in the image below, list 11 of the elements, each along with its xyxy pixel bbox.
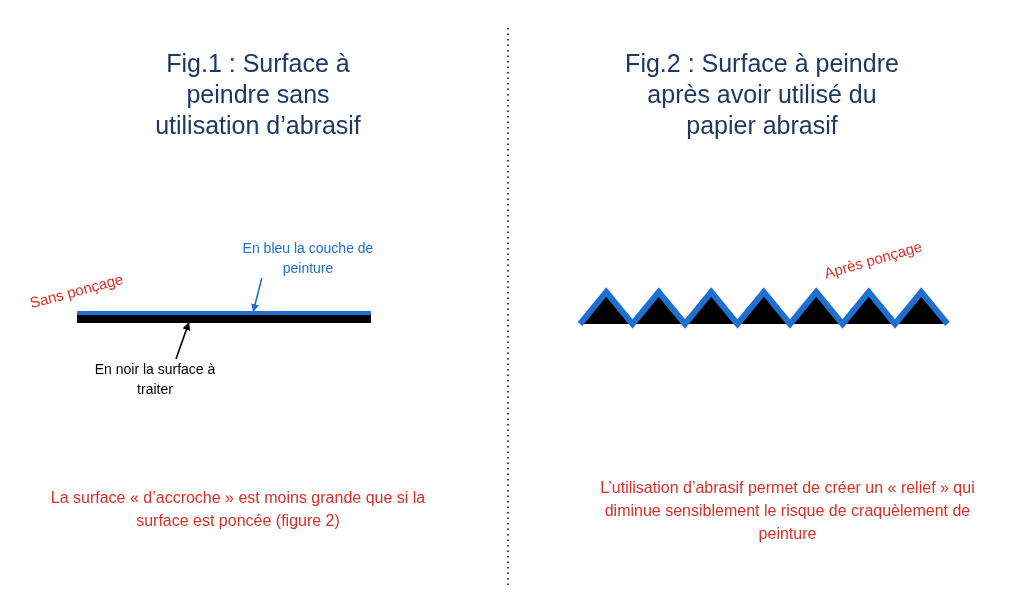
figure-title: Fig.1 : Surface à peindre sans utilisation d’abrasif xyxy=(154,48,362,141)
note-text: La surface « d’accroche » est moins grande que si la surface est poncée (figure 2) xyxy=(49,488,427,531)
annotation-text: Sans ponçage xyxy=(27,269,126,314)
leader-arrow xyxy=(251,277,263,312)
note-text: L’utilisation d’abrasif permet de créer un « relief » qui diminue sensiblement le risque de craquèlement de peinture xyxy=(599,478,976,544)
callout-text: En noir la surface à traiter xyxy=(85,359,225,399)
callout-text: En bleu la couche de peinture xyxy=(238,238,378,278)
layer-bar xyxy=(77,311,371,315)
figure-title: Fig.2 : Surface à peindre après avoir utilisé du papier abrasif xyxy=(624,48,900,141)
leader-arrow xyxy=(175,322,191,360)
layer-bar xyxy=(77,315,371,323)
